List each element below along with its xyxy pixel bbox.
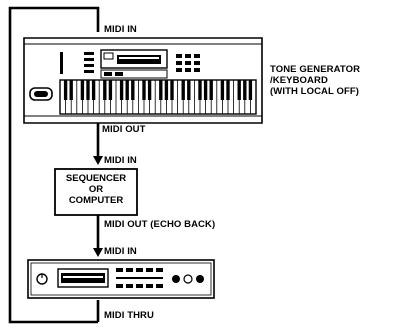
sequencer-label-line-2: OR [57, 184, 135, 195]
label-midi-in-module: MIDI IN [104, 246, 137, 257]
black-key [198, 80, 201, 100]
black-key [70, 80, 73, 100]
black-key [109, 80, 112, 100]
keyboard-illustration [24, 38, 262, 123]
black-key [81, 80, 84, 100]
black-key [142, 80, 145, 100]
black-key [204, 80, 207, 100]
black-key [165, 80, 168, 100]
label-midi-out-keyboard: MIDI OUT [102, 124, 146, 135]
black-key [120, 80, 123, 100]
black-key [86, 80, 89, 100]
black-key [226, 80, 229, 100]
black-key [243, 80, 246, 100]
keyboard-label-line-3: (WITH LOCAL OFF) [270, 86, 359, 97]
black-key [210, 80, 213, 100]
black-key [249, 80, 252, 100]
label-midi-thru: MIDI THRU [104, 310, 154, 321]
label-midi-in-keyboard: MIDI IN [104, 24, 137, 35]
tone-module-illustration [28, 260, 214, 298]
label-midi-out-echo: MIDI OUT (ECHO BACK) [104, 219, 215, 230]
black-key [126, 80, 129, 100]
sequencer-label: SEQUENCER OR COMPUTER [57, 173, 135, 206]
black-key [64, 80, 67, 100]
sequencer-label-line-3: COMPUTER [57, 195, 135, 206]
arrowhead-module-in [93, 248, 103, 257]
black-key [159, 80, 162, 100]
black-key [148, 80, 151, 100]
label-midi-in-sequencer: MIDI IN [104, 155, 137, 166]
black-key [221, 80, 224, 100]
keyboard-label-line-2: /KEYBOARD [270, 75, 328, 86]
keyboard-label-line-1: TONE GENERATOR [270, 64, 360, 75]
black-key [187, 80, 190, 100]
sequencer-label-line-1: SEQUENCER [57, 173, 135, 184]
black-key [92, 80, 95, 100]
black-key [103, 80, 106, 100]
black-key [238, 80, 241, 100]
black-key [182, 80, 185, 100]
black-key [131, 80, 134, 100]
arrowhead-sequencer-in [93, 156, 103, 165]
black-key [170, 80, 173, 100]
